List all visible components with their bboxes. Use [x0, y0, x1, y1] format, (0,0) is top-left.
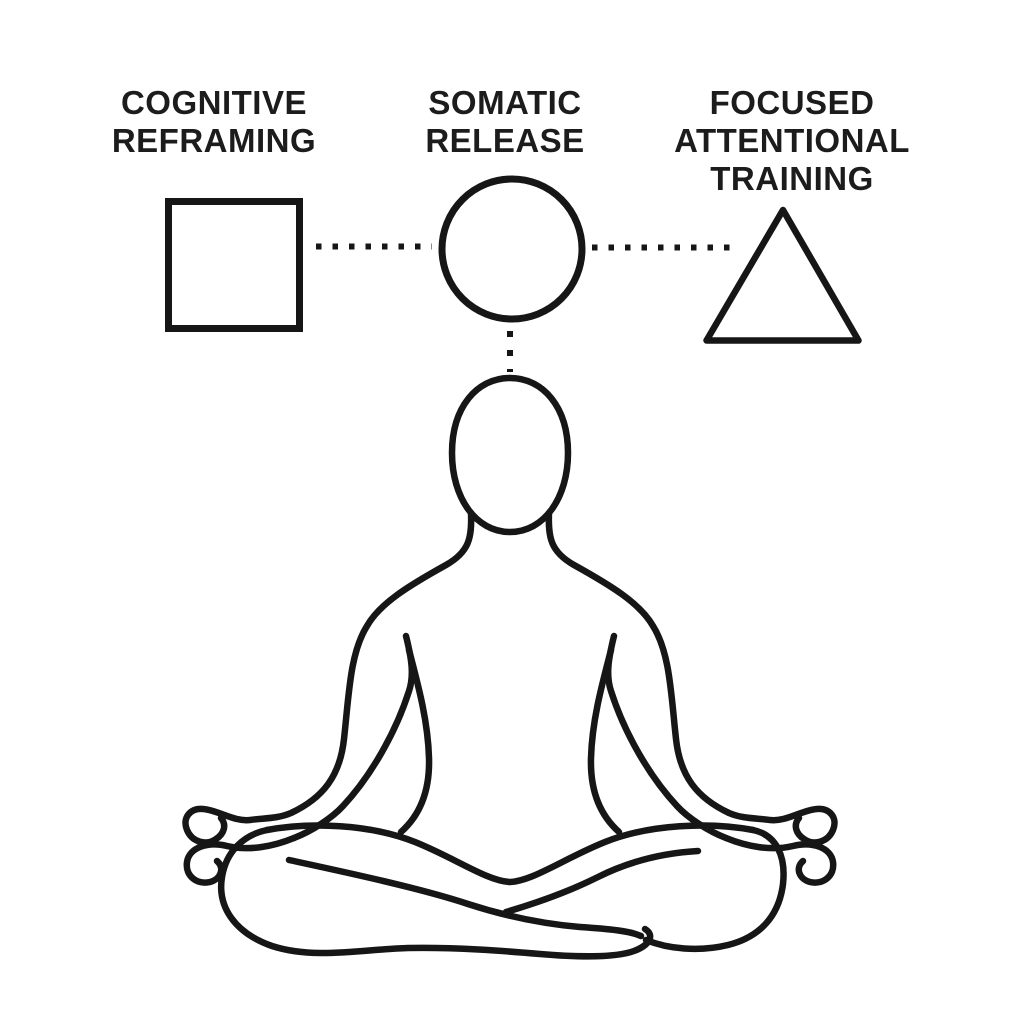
- label-line: ATTENTIONAL: [674, 122, 910, 159]
- figure-thigh-top-line: [263, 822, 757, 886]
- circle-shape: [438, 175, 586, 323]
- figure-left-arm-outline: [182, 509, 475, 846]
- figure-left-leg-outline: [217, 826, 654, 960]
- label-line: FOCUSED: [709, 84, 875, 121]
- label-focused-attentional-training: FOCUSED ATTENTIONAL TRAINING: [674, 84, 910, 198]
- figure-right-torso-line: [587, 646, 623, 836]
- label-line: TRAINING: [710, 160, 874, 197]
- figure-right-hand-curl: [722, 834, 837, 886]
- figure-left-torso-line: [397, 646, 433, 836]
- label-line: REFRAMING: [111, 122, 317, 159]
- label-cognitive-reframing: COGNITIVE REFRAMING: [112, 84, 316, 160]
- figure-left-shin-line: [285, 856, 645, 940]
- figure-left-hand-curl: [183, 834, 298, 886]
- label-somatic-release: SOMATIC RELEASE: [425, 84, 584, 160]
- figure-right-leg-outline: [642, 826, 787, 953]
- figure-head: [448, 374, 572, 536]
- figure-right-shin-line: [502, 847, 702, 916]
- square-shape: [165, 198, 303, 332]
- meditating-figure: [182, 374, 838, 960]
- label-line: COGNITIVE: [120, 84, 308, 121]
- figure-right-arm-outline: [545, 509, 838, 846]
- triangle-shape: [703, 206, 862, 344]
- label-line: RELEASE: [425, 122, 585, 159]
- label-line: SOMATIC: [428, 84, 582, 121]
